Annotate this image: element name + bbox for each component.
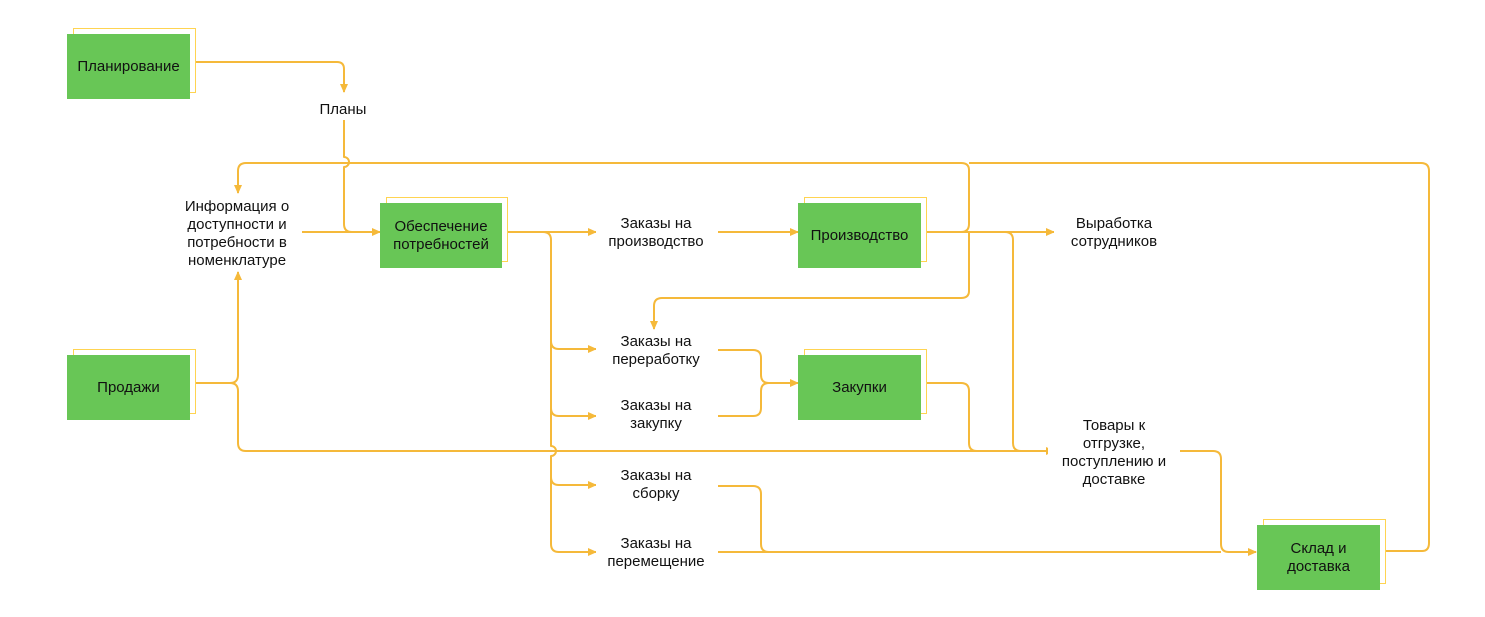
label-plans: Планы	[308, 100, 378, 120]
flow-plans-to-provision	[343, 118, 381, 236]
flow-to-assembly-orders	[550, 476, 597, 489]
flow-purchase-orders-to-purchases	[718, 382, 770, 417]
block-provision-label-2: потребностей	[393, 235, 489, 253]
flow-warehouse-to-top	[969, 162, 1430, 552]
label-transfer-orders: Заказы на перемещение	[596, 534, 716, 572]
block-production-label: Производство	[810, 226, 909, 244]
flow-processing-to-purchases	[718, 349, 799, 387]
flow-goods-to-warehouse	[1175, 450, 1257, 556]
label-employee-output: Выработка сотрудников	[1054, 214, 1174, 252]
flow-planning-to-plans	[190, 61, 348, 93]
flow-sales-to-availability	[190, 271, 242, 384]
flow-to-processing-orders	[550, 340, 597, 353]
label-assembly-orders: Заказы на сборку	[596, 466, 716, 504]
flow-production-to-availability	[234, 162, 970, 233]
block-warehouse-label-1: Склад и	[1290, 539, 1347, 557]
label-processing-orders: Заказы на переработку	[596, 332, 716, 370]
label-purchase-orders: Заказы на закупку	[596, 396, 716, 434]
block-warehouse[interactable]: Склад и доставка	[1257, 519, 1386, 590]
block-planning-label: Планирование	[77, 57, 180, 75]
flow-assembly-to-warehouse	[718, 485, 1221, 553]
flow-provision-trunk	[520, 231, 597, 556]
block-purchases[interactable]: Закупки	[798, 349, 927, 420]
block-production[interactable]: Производство	[798, 197, 927, 268]
flow-to-purchase-orders	[550, 407, 597, 420]
block-planning[interactable]: Планирование	[67, 28, 196, 99]
label-production-orders: Заказы на производство	[596, 214, 716, 252]
block-provision-label-1: Обеспечение	[394, 217, 488, 235]
flow-production-to-processing	[650, 232, 970, 330]
label-availability: Информация о доступности и потребности в…	[172, 197, 302, 271]
label-goods: Товары к отгрузке, поступлению и доставк…	[1048, 416, 1180, 490]
flow-purchases-to-goods	[922, 382, 978, 452]
flow-sales-to-goods	[229, 382, 1055, 455]
block-sales-label: Продажи	[97, 378, 160, 396]
flow-production-to-goods	[1004, 231, 1022, 452]
block-warehouse-label-2: доставка	[1287, 557, 1350, 575]
block-provision[interactable]: Обеспечение потребностей	[380, 197, 508, 268]
block-purchases-label: Закупки	[832, 378, 887, 396]
block-sales[interactable]: Продажи	[67, 349, 196, 420]
